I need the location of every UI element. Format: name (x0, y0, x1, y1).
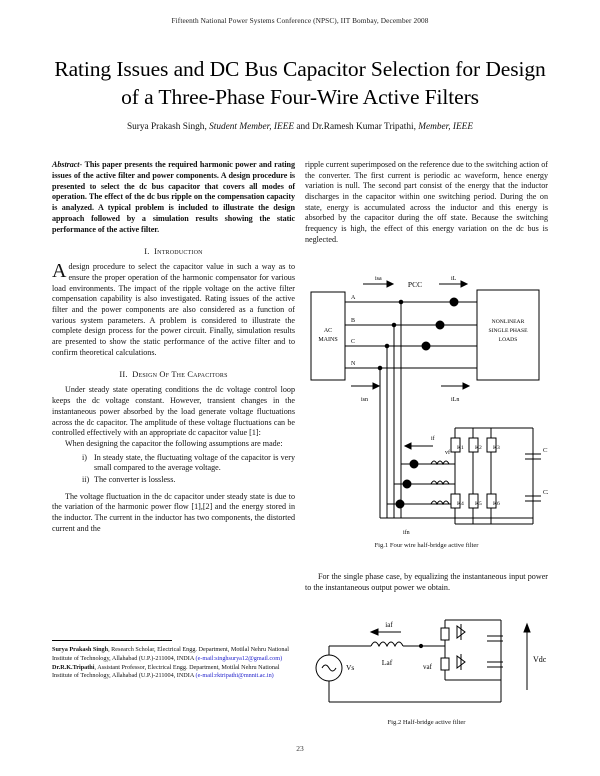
fig1-k2-label: K2 (475, 445, 482, 451)
introduction-text: design procedure to select the capacitor… (52, 262, 295, 357)
footnote-author-one-email[interactable]: (e-mail:singhsurya12@gmail.com) (195, 654, 283, 662)
section-title-2: Design Of The Capacitors (132, 370, 228, 380)
drop-cap-letter: A (52, 260, 67, 283)
conference-header: Fifteenth National Power Systems Confere… (171, 16, 429, 25)
author-two-role: Member, IEEE (418, 122, 474, 132)
fig1-pcc-label: PCC (408, 280, 422, 289)
footnote-author-one-name: Surya Prakash Singh (52, 646, 109, 653)
figure-2-circuit: iaf Laf vaf Vs Vdc (315, 619, 547, 703)
figure-1-circuit: AC MAINS NONLINEAR SINGLE PHASE LOADS PC… (310, 276, 548, 536)
fig1-k5-label: K5 (475, 501, 482, 507)
list-item-marker: i) (82, 452, 87, 462)
right-column: ripple current superimposed on the refer… (305, 160, 548, 245)
fig1-isa-label: isa (375, 276, 382, 282)
design-paragraph-1: Under steady state operating conditions … (52, 385, 295, 438)
abstract-label: Abstract- (52, 160, 85, 169)
footnote-author-two-affiliation: , Assistant Professor, Electrical Engg. … (52, 663, 280, 680)
fig1-phase-b-label: B (351, 318, 355, 324)
fig1-il-label: iL (451, 276, 457, 282)
page-title: Rating Issues and DC Bus Capacitor Selec… (54, 57, 546, 110)
fig1-k4-label: K4 (457, 501, 464, 507)
fig1-source-label-line2: MAINS (318, 337, 337, 343)
list-item-marker: ii) (82, 474, 90, 484)
right-paragraph-1: ripple current superimposed on the refer… (305, 160, 548, 244)
section-number-2: II. (119, 370, 128, 380)
fig1-load-label-line1: NONLINEAR (492, 319, 525, 325)
fig1-phase-a-label: A (351, 295, 356, 301)
fig1-if-label: if (431, 435, 435, 442)
section-number-1: I. (144, 247, 150, 257)
right-paragraph-2: For the single phase case, by equalizing… (305, 572, 548, 592)
section-heading-introduction: I. Introduction (52, 246, 295, 257)
fig1-iln-label: iLn (451, 397, 459, 403)
design-paragraph-3: The voltage fluctuation in the dc capaci… (52, 491, 295, 533)
author-conjunction: and Dr.Ramesh Kumar Tripathi, (294, 122, 419, 132)
footnote-author-two-email[interactable]: (e-mail:rktripathi@mnnit.ac.in) (195, 672, 274, 680)
fig2-vaf-label: vaf (423, 663, 433, 671)
title-block: Rating Issues and DC Bus Capacitor Selec… (52, 55, 548, 112)
footnote-author-one: Surya Prakash Singh, Research Scholar, E… (52, 646, 295, 664)
fig1-load-label-line3: LOADS (499, 337, 518, 343)
fig1-k1-label: K1 (457, 445, 464, 451)
footnote-author-two: Dr.R.K.Tripathi, Assistant Professor, El… (52, 664, 295, 682)
assumptions-list: i) In steady state, the fluctuating volt… (52, 453, 295, 486)
abstract-text: This paper presents the required harmoni… (52, 160, 295, 234)
fig1-ifn-label: ifn (403, 529, 410, 536)
footnote-author-two-name: Dr.R.K.Tripathi (52, 663, 95, 671)
figure-1: AC MAINS NONLINEAR SINGLE PHASE LOADS PC… (305, 268, 548, 549)
ac-source-box (310, 291, 346, 381)
right-column-lower: For the single phase case, by equalizing… (305, 572, 548, 593)
list-item: i) In steady state, the fluctuating volt… (52, 453, 295, 474)
section-title-1: Introduction (154, 247, 203, 257)
fig2-iaf-label: iaf (385, 621, 393, 629)
section-heading-design: II. Design Of The Capacitors (52, 369, 295, 380)
load-box (476, 289, 540, 381)
list-item-text: The converter is lossless. (94, 474, 176, 484)
fig1-isn-label: isn (361, 397, 368, 403)
fig1-c1-label: C1 (543, 448, 548, 454)
left-column: Abstract- This paper presents the requir… (52, 160, 295, 534)
footnote-separator (52, 640, 172, 641)
abstract-block: Abstract- This paper presents the requir… (52, 160, 295, 235)
fig1-vf-label: vf (445, 449, 450, 456)
figure-2-caption: Fig.2 Half-bridge active filter (387, 719, 466, 726)
figure-2: iaf Laf vaf Vs Vdc Fig.2 Half-bridge act… (305, 612, 548, 726)
list-item-text: In steady state, the fluctuating voltage… (94, 452, 295, 473)
fig1-k6-label: K6 (493, 501, 500, 507)
fig2-vs-label: Vs (346, 663, 354, 672)
author-line: Surya Prakash Singh, Student Member, IEE… (52, 122, 548, 132)
figure-1-caption: Fig.1 Four wire half-bridge active filte… (374, 542, 479, 549)
footnote-block: Surya Prakash Singh, Research Scholar, E… (52, 646, 295, 681)
fig1-k3-label: K3 (493, 445, 500, 451)
fig2-vdc-label: Vdc (533, 655, 547, 664)
footnote-author-one-affiliation: , Research Scholar, Electrical Engg. Dep… (52, 646, 289, 662)
fig2-laf-label: Laf (382, 658, 393, 667)
design-paragraph-2: When designing the capacitor the followi… (65, 438, 283, 448)
page-number: 23 (296, 744, 304, 753)
author-one-role: Student Member, IEEE (209, 122, 295, 132)
introduction-paragraph: A design procedure to select the capacit… (52, 260, 295, 358)
list-item: ii) The converter is lossless. (52, 475, 295, 486)
fig1-source-label-line1: AC (324, 328, 332, 334)
author-one-name: Surya Prakash Singh, (126, 122, 210, 132)
fig1-c2-label: C2 (543, 490, 548, 496)
fig1-load-label-line2: SINGLE PHASE (488, 328, 528, 334)
fig1-phase-c-label: C (351, 339, 355, 345)
fig1-neutral-label: N (351, 361, 356, 367)
